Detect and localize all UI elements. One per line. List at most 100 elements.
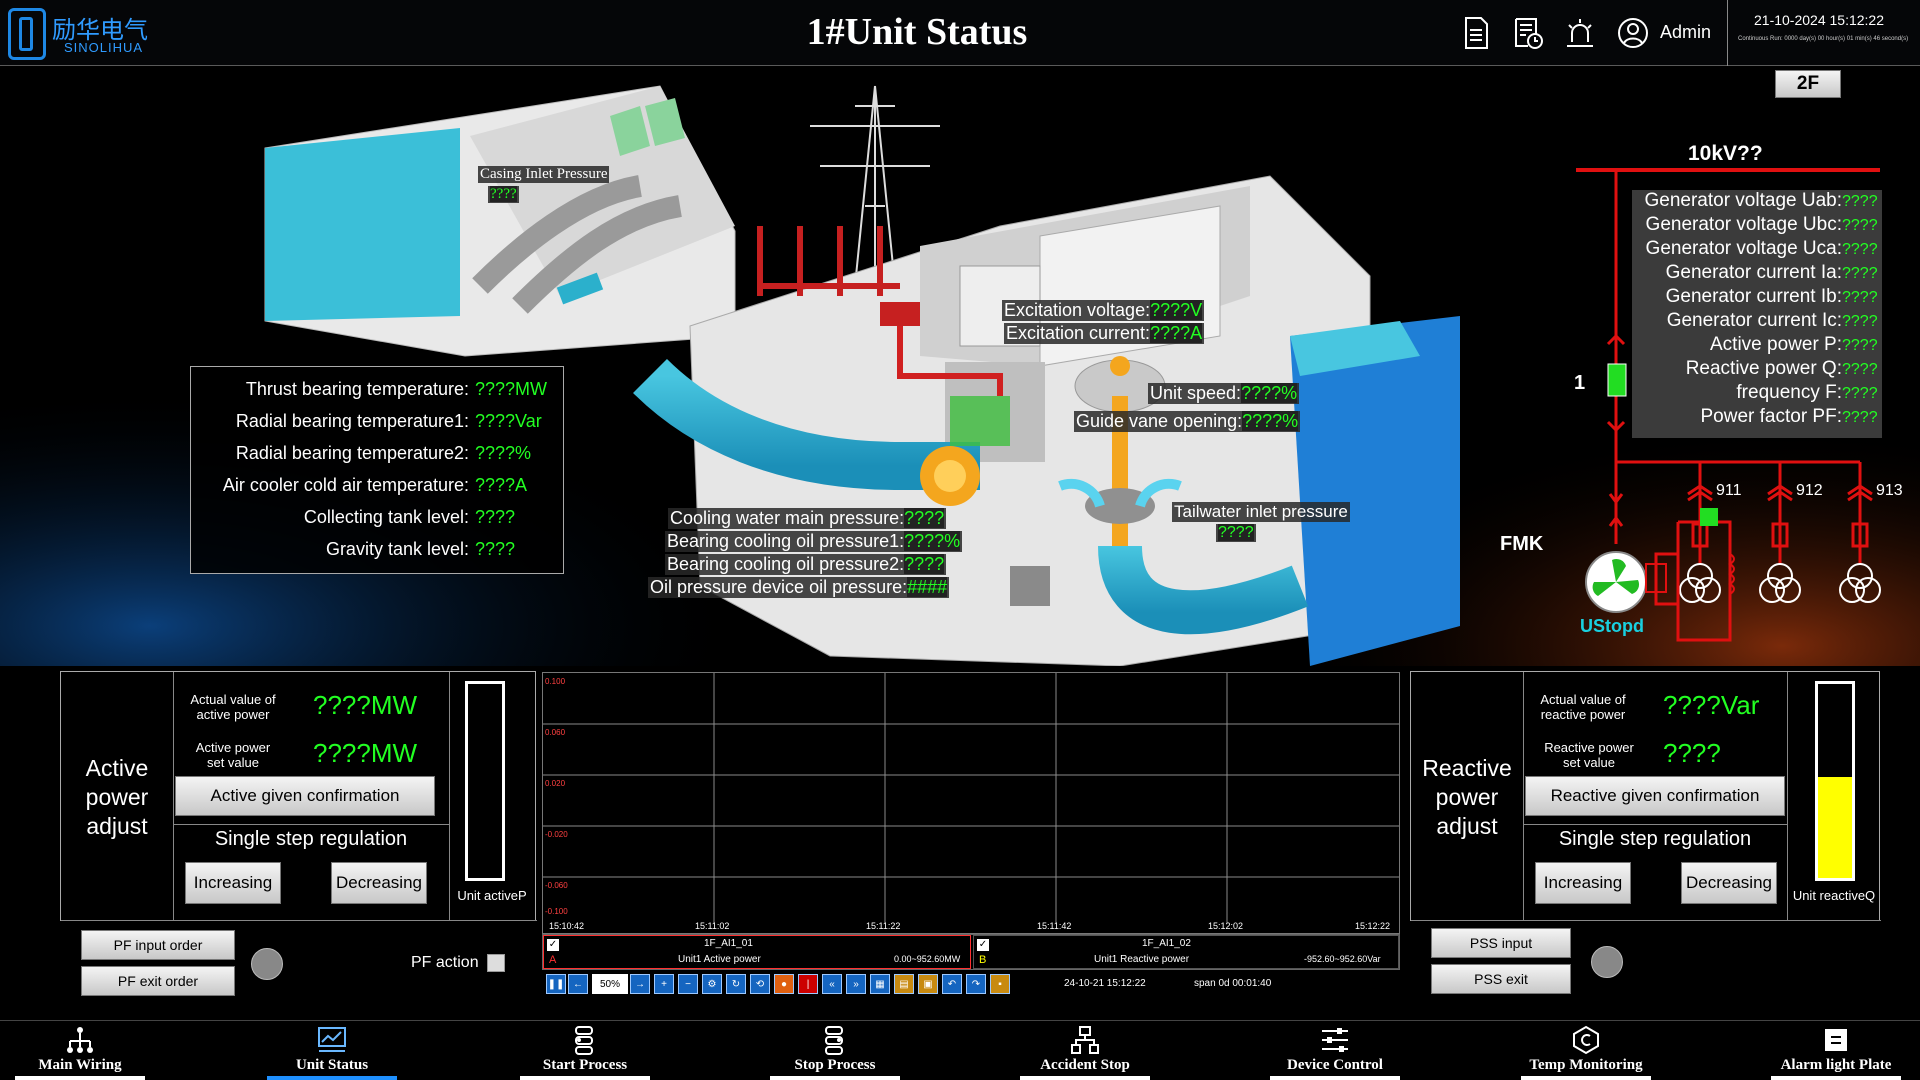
active-set-value[interactable]: ????MW [313, 738, 418, 768]
nav-device-control[interactable]: Device Control [1270, 1021, 1400, 1080]
x-tick: 15:11:22 [866, 921, 901, 931]
page-forward-icon[interactable]: » [846, 974, 866, 994]
sliders-icon [1322, 1028, 1348, 1052]
pf-exit-button[interactable]: PF exit order [81, 966, 235, 996]
series-b-tag: 1F_AI1_02 [1142, 938, 1191, 949]
active-step-label: Single step regulation [214, 828, 408, 850]
print-icon[interactable]: ▣ [918, 974, 938, 994]
power-factor-pf: Power factor PF:???? [1700, 406, 1878, 427]
voltage-uab: Generator voltage Uab:???? [1644, 190, 1878, 211]
user-name[interactable]: Admin [1660, 22, 1712, 42]
page-back-icon[interactable]: « [822, 974, 842, 994]
pf-input-button[interactable]: PF input order [81, 930, 235, 960]
one-line-diagram [1576, 168, 1881, 642]
reactive-set-value[interactable]: ???? [1663, 738, 1721, 768]
trend-legend: ✓ A 1F_AI1_01 Unit1 Active power 0.00~95… [542, 934, 1400, 970]
active-power-p: Active power P:???? [1710, 334, 1878, 355]
temperature-icon [1573, 1025, 1599, 1055]
zoom-in-icon[interactable]: + [654, 974, 674, 994]
nav-label: Unit Status [295, 1057, 369, 1073]
nav-label: Stop Process [794, 1057, 876, 1073]
reactive-bar-label: Unit reactiveQ [1792, 888, 1876, 903]
pause-icon[interactable]: ❚❚ [546, 974, 566, 994]
chart-icon [318, 1027, 346, 1052]
redo-icon[interactable]: ↷ [966, 974, 986, 994]
event-log-icon[interactable] [1512, 16, 1544, 50]
reactive-power-bar [1815, 681, 1855, 881]
stop-process-icon [825, 1026, 843, 1055]
radial-bearing-temp1: Radial bearing temperature1:????Var [235, 411, 542, 431]
user-icon[interactable] [1617, 16, 1649, 50]
pf-status-indicator [251, 948, 283, 980]
pss-status-indicator [1591, 946, 1623, 978]
scroll-right-icon[interactable]: → [630, 974, 650, 994]
page-title: 1#Unit Status [806, 11, 1028, 53]
legend-series-b[interactable]: ✓ B 1F_AI1_02 Unit1 Reactive power -952.… [973, 935, 1399, 969]
zoom-out-icon[interactable]: − [678, 974, 698, 994]
reset-icon[interactable]: ⟲ [750, 974, 770, 994]
thrust-bearing-temp: Thrust bearing temperature:????MW [245, 379, 548, 399]
reactive-power-q: Reactive power Q:???? [1685, 358, 1878, 379]
trend-toolbar: ❚❚ ← 50% → + − ⚙ ↻ ⟲ ● | « » ▦ ▤ ▣ ↶ ↷ ▪… [542, 970, 1400, 1000]
undo-icon[interactable]: ↶ [942, 974, 962, 994]
nav-accident-stop[interactable]: Accident Stop [1020, 1021, 1150, 1080]
reactive-confirm-button[interactable]: Reactive given confirmation [1525, 776, 1785, 816]
nav-unit-status[interactable]: Unit Status [267, 1021, 397, 1080]
guide-vane-opening: Guide vane opening:????% [1074, 411, 1301, 432]
unit-state: UStopd [1580, 616, 1644, 636]
active-confirm-button[interactable]: Active given confirmation [175, 776, 435, 816]
scroll-left-icon[interactable]: ← [568, 974, 588, 994]
wiring-icon [67, 1027, 93, 1053]
nav-alarm-light-plate[interactable]: Alarm light Plate [1771, 1021, 1901, 1080]
y-tick: -0.020 [545, 830, 568, 839]
voltage-ubc: Generator voltage Ubc:???? [1645, 214, 1878, 235]
x-tick: 15:12:02 [1208, 921, 1244, 931]
nav-main-wiring[interactable]: Main Wiring [15, 1021, 145, 1080]
nav-start-process[interactable]: Start Process [520, 1021, 650, 1080]
trend-grid [543, 673, 1399, 923]
pss-exit-button[interactable]: PSS exit [1431, 964, 1571, 994]
bearing-temperature-panel: Thrust bearing temperature:????MW Radial… [190, 366, 564, 574]
series-b-range: -952.60~952.60Var [1304, 954, 1381, 964]
run-info: Continuous Run: 0000 day(s) 00 hour(s) 0… [1738, 36, 1909, 42]
logo-text-cn: 励华电气 [52, 16, 148, 44]
y-tick: 0.100 [545, 677, 566, 686]
active-decrease-button[interactable]: Decreasing [331, 862, 427, 904]
series-a-marker: A [549, 954, 557, 966]
cursor-icon[interactable]: | [798, 974, 818, 994]
reactive-increase-button[interactable]: Increasing [1535, 862, 1631, 904]
alarm-plate-icon [1825, 1029, 1847, 1051]
casing-inlet-label: Casing Inlet Pressure [478, 166, 610, 183]
collecting-tank-level: Collecting tank level:???? [303, 507, 516, 527]
alarm-icon[interactable] [1564, 16, 1596, 50]
save-icon[interactable]: ▪ [990, 974, 1010, 994]
nav-temp-monitoring[interactable]: Temp Monitoring [1521, 1021, 1651, 1080]
nav-label: Start Process [542, 1057, 628, 1073]
nav-label: Device Control [1287, 1057, 1383, 1073]
refresh-icon[interactable]: ↻ [726, 974, 746, 994]
legend-series-a[interactable]: ✓ A 1F_AI1_01 Unit1 Active power 0.00~95… [543, 935, 971, 969]
series-a-range: 0.00~952.60MW [894, 954, 961, 964]
trend-chart[interactable]: 0.100 0.060 0.020 -0.020 -0.060 -0.100 1… [542, 672, 1400, 934]
table-icon[interactable]: ▦ [870, 974, 890, 994]
record-icon[interactable]: ● [774, 974, 794, 994]
series-b-checkbox[interactable]: ✓ [977, 939, 989, 951]
logo-text-en: SINOLIHUA [64, 40, 144, 55]
floor-2f-button[interactable]: 2F [1775, 70, 1841, 98]
pss-input-button[interactable]: PSS input [1431, 928, 1571, 958]
report-icon[interactable] [1460, 16, 1492, 50]
nav-stop-process[interactable]: Stop Process [770, 1021, 900, 1080]
export-icon[interactable]: ▤ [894, 974, 914, 994]
settings-icon[interactable]: ⚙ [702, 974, 722, 994]
logo-icon [8, 8, 46, 60]
zoom-level[interactable]: 50% [592, 974, 628, 994]
header-divider [1727, 0, 1728, 66]
feeder-913-label: 913 [1876, 482, 1903, 499]
reactive-decrease-button[interactable]: Decreasing [1681, 862, 1777, 904]
pf-action-checkbox[interactable] [487, 954, 505, 972]
bus-label: 10kV?? [1688, 142, 1763, 165]
series-a-checkbox[interactable]: ✓ [547, 939, 559, 951]
active-increase-button[interactable]: Increasing [185, 862, 281, 904]
